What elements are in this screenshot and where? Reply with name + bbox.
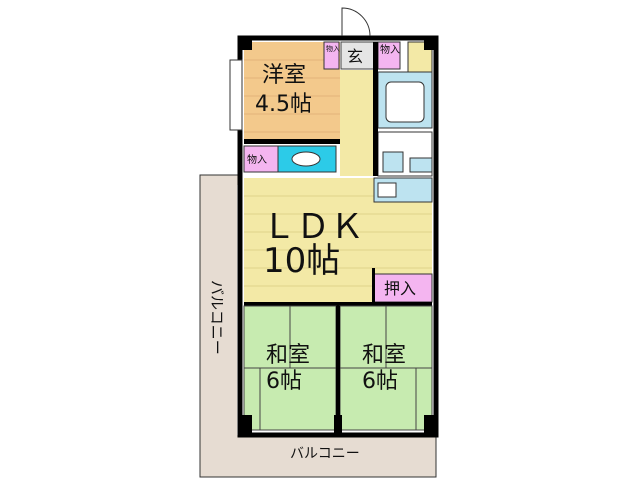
closet-hall xyxy=(243,145,279,173)
toilet-icon xyxy=(291,151,321,167)
wall-washi-divider xyxy=(336,306,340,430)
closet-entry-left xyxy=(323,41,340,70)
japanese-left-size: 6帖 xyxy=(266,369,302,394)
western-room-size: 4.5帖 xyxy=(255,92,312,117)
closet-hall-label: 物入 xyxy=(247,153,267,166)
ldk-size: 10帖 xyxy=(263,241,340,281)
entrance-label: 玄 xyxy=(347,47,363,66)
ldk-name: ＬＤＫ xyxy=(262,207,364,247)
sink xyxy=(409,157,433,173)
balcony-bottom-label: バルコニー xyxy=(290,446,360,462)
kitchen-sink xyxy=(377,182,397,198)
wall-oshiire xyxy=(372,268,375,302)
toilet-room xyxy=(277,145,337,173)
western-window xyxy=(229,59,243,131)
oshiire-label: 押入 xyxy=(384,279,416,298)
japanese-left-name: 和室 xyxy=(266,343,310,368)
japanese-right-size: 6帖 xyxy=(362,369,398,394)
closet-entry-left-label: 物入 xyxy=(326,44,340,53)
balcony-side-label: バルコニー xyxy=(208,280,226,355)
wall-western-bottom xyxy=(244,139,340,144)
entry-door xyxy=(341,7,371,37)
bathtub xyxy=(385,81,425,123)
pillars xyxy=(240,38,436,435)
japanese-right-name: 和室 xyxy=(362,343,406,368)
western-room-name: 洋室 xyxy=(262,63,306,88)
wall-hall-right xyxy=(373,42,378,176)
wall-ldk-bottom xyxy=(244,302,432,306)
closet-entry-right-label: 物入 xyxy=(380,43,400,56)
washing-machine xyxy=(382,151,404,173)
hallway xyxy=(340,70,374,176)
